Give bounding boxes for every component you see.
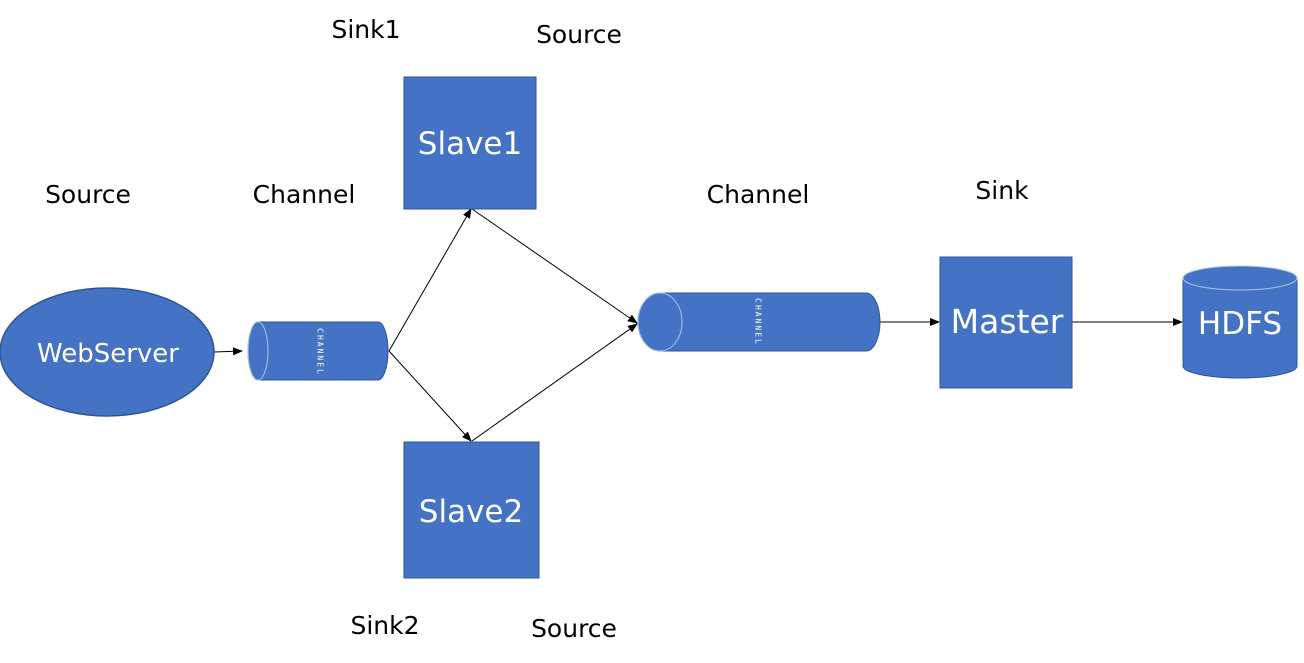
slave2-label: Slave2 <box>419 494 523 530</box>
hdfs-label: HDFS <box>1198 306 1282 342</box>
label-channel-left: Channel <box>253 180 356 209</box>
edges <box>213 208 1183 442</box>
edge-channel-to-slave2 <box>388 350 472 442</box>
master-label: Master <box>951 302 1064 341</box>
edge-slave2-to-channel <box>471 323 638 442</box>
channel2-label: CHANNEL <box>754 298 763 346</box>
label-sink-right: Sink <box>975 176 1029 205</box>
slave2-shape <box>403 441 540 579</box>
edge-webserver-to-channel <box>213 347 243 356</box>
hdfs-top <box>1182 265 1298 291</box>
edge-channel-to-slave1 <box>388 208 472 352</box>
label-source-bottom: Source <box>531 614 617 643</box>
label-sink1: Sink1 <box>331 15 400 44</box>
channel2-node: CHANNEL <box>637 292 881 352</box>
label-source-top: Source <box>536 20 622 49</box>
webserver-label: WebServer <box>37 339 179 369</box>
slave2-node: Slave2 <box>403 441 540 579</box>
slave1-label: Slave1 <box>418 126 522 162</box>
label-sink2: Sink2 <box>350 611 419 640</box>
channel1-label: CHANNEL <box>316 328 325 376</box>
label-source-left: Source <box>45 180 131 209</box>
channel1-node: CHANNEL <box>247 321 389 381</box>
slave1-shape <box>403 76 537 210</box>
master-shape <box>939 256 1073 389</box>
channel1-end <box>247 321 269 381</box>
channel2-end <box>637 292 683 352</box>
hdfs-body <box>1182 278 1298 379</box>
webserver-node: WebServer <box>0 287 215 417</box>
webserver-shape <box>0 287 215 417</box>
hdfs-node: HDFS <box>1182 265 1298 379</box>
label-channel-right: Channel <box>707 180 810 209</box>
master-node: Master <box>939 256 1073 389</box>
slave1-node: Slave1 <box>403 76 537 210</box>
edge-slave1-to-channel <box>471 208 638 324</box>
